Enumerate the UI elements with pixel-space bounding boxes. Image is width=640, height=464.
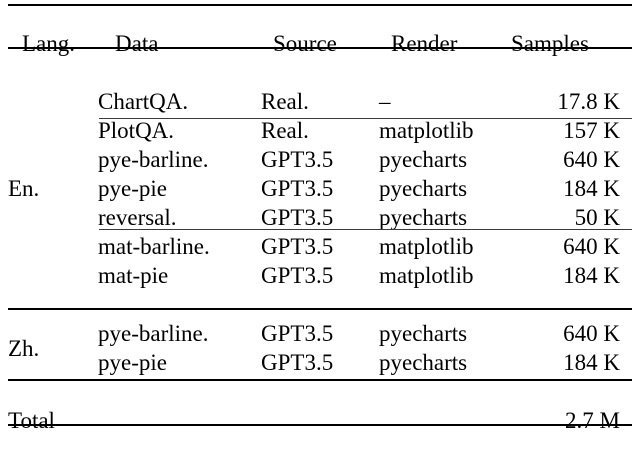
cell-render: pyecharts xyxy=(379,350,468,375)
cell-data: mat-pie xyxy=(98,263,169,288)
spacer-cell xyxy=(497,290,620,319)
table-total-row: Total 2.7 M xyxy=(8,406,620,435)
spacer-cell xyxy=(261,58,379,87)
total-label: Total xyxy=(8,408,55,433)
table-header-row: Lang. Data Source Render Samples xyxy=(8,29,620,58)
table-row: mat-pie GPT3.5 matplotlib 184 K xyxy=(8,261,620,290)
cell-data: PlotQA. xyxy=(98,118,175,143)
cell-render: matplotlib xyxy=(379,118,474,143)
cell-data: reversal. xyxy=(98,205,177,230)
table-row: reversal. GPT3.5 pyecharts 50 K xyxy=(8,203,620,232)
spacer-cell xyxy=(379,290,497,319)
cell-render: matplotlib xyxy=(379,263,474,288)
table-row: pye-pie GPT3.5 pyecharts 184 K xyxy=(8,174,620,203)
spacer-cell xyxy=(379,377,497,406)
cell-render: pyecharts xyxy=(379,321,468,346)
spacer-cell xyxy=(8,290,98,319)
spacer-cell xyxy=(98,58,261,87)
lang-cell-zh: Zh. xyxy=(8,335,40,361)
cell-source: GPT3.5 xyxy=(261,176,334,201)
cell-samples: 50 K xyxy=(574,205,620,230)
spacer-cell xyxy=(98,290,261,319)
cell-source: GPT3.5 xyxy=(261,350,334,375)
total-source xyxy=(261,406,379,435)
spacer-cell xyxy=(8,435,98,464)
spacer-cell xyxy=(379,435,497,464)
table-row: pye-barline. GPT3.5 pyecharts 640 K xyxy=(8,145,620,174)
cell-source: Real. xyxy=(261,89,309,114)
spacer-cell xyxy=(98,377,261,406)
spacer-cell xyxy=(261,377,379,406)
cell-samples: 184 K xyxy=(563,263,620,288)
column-header-lang: Lang. xyxy=(22,31,76,56)
table-row: PlotQA. Real. matplotlib 157 K xyxy=(8,116,620,145)
bottomrule xyxy=(8,424,632,426)
dataset-statistics-table: Lang. Data Source Render Samples En. Cha… xyxy=(8,0,620,464)
column-header-data: Data xyxy=(115,31,159,56)
cell-render: – xyxy=(379,89,391,114)
table-row: En. ChartQA. Real. – 17.8 K xyxy=(8,87,620,201)
total-rule-spacer xyxy=(8,377,620,406)
table-row: mat-barline. GPT3.5 matplotlib 640 K xyxy=(8,232,620,261)
cmidrule-mat-en xyxy=(99,229,632,230)
toprule xyxy=(8,4,632,6)
spacer-cell xyxy=(379,58,497,87)
spacer-cell xyxy=(8,377,98,406)
cell-data: pye-pie xyxy=(98,350,167,375)
cell-samples: 17.8 K xyxy=(557,89,620,114)
spacer-cell xyxy=(261,435,379,464)
lang-cell-en: En. xyxy=(8,176,40,201)
midrule-total xyxy=(8,379,632,381)
cmidrule-pye-en xyxy=(99,118,632,119)
cell-render: pyecharts xyxy=(379,205,468,230)
cell-data: pye-pie xyxy=(98,176,167,201)
midrule-header xyxy=(8,47,632,49)
table-row: pye-pie GPT3.5 pyecharts 184 K xyxy=(8,348,620,377)
cell-source: Real. xyxy=(261,118,309,143)
total-samples: 2.7 M xyxy=(565,408,620,433)
cell-samples: 184 K xyxy=(563,350,620,375)
total-data xyxy=(98,406,261,435)
spacer-cell xyxy=(497,58,620,87)
cell-render: matplotlib xyxy=(379,234,474,259)
group-rule-spacer xyxy=(8,290,620,319)
cell-source: GPT3.5 xyxy=(261,205,334,230)
spacer-cell xyxy=(497,435,620,464)
cell-samples: 157 K xyxy=(563,118,620,143)
cell-data: pye-barline. xyxy=(98,147,209,172)
cell-data: ChartQA. xyxy=(98,89,189,114)
cell-samples: 184 K xyxy=(563,176,620,201)
cell-samples: 640 K xyxy=(563,147,620,172)
cell-render: pyecharts xyxy=(379,176,468,201)
column-header-source: Source xyxy=(273,31,337,56)
column-header-samples: Samples xyxy=(511,31,589,56)
midrule-lang xyxy=(8,308,632,310)
cell-source: GPT3.5 xyxy=(261,321,334,346)
header-rule-spacer xyxy=(8,58,620,87)
cell-source: GPT3.5 xyxy=(261,263,334,288)
cell-samples: 640 K xyxy=(563,234,620,259)
table-container: Lang. Data Source Render Samples En. Cha… xyxy=(8,4,632,433)
spacer-cell xyxy=(497,377,620,406)
cell-data: mat-barline. xyxy=(98,234,210,259)
table-row: Zh. pye-barline. GPT3.5 pyecharts 640 K xyxy=(8,319,620,361)
cell-data: pye-barline. xyxy=(98,321,209,346)
cell-render: pyecharts xyxy=(379,147,468,172)
cell-source: GPT3.5 xyxy=(261,147,334,172)
spacer-cell xyxy=(261,290,379,319)
spacer-cell xyxy=(8,58,98,87)
column-header-render: Render xyxy=(391,31,458,56)
spacer-cell xyxy=(98,435,261,464)
cell-samples: 640 K xyxy=(563,321,620,346)
cell-source: GPT3.5 xyxy=(261,234,334,259)
total-render xyxy=(379,406,497,435)
bottom-rule-spacer xyxy=(8,435,620,464)
